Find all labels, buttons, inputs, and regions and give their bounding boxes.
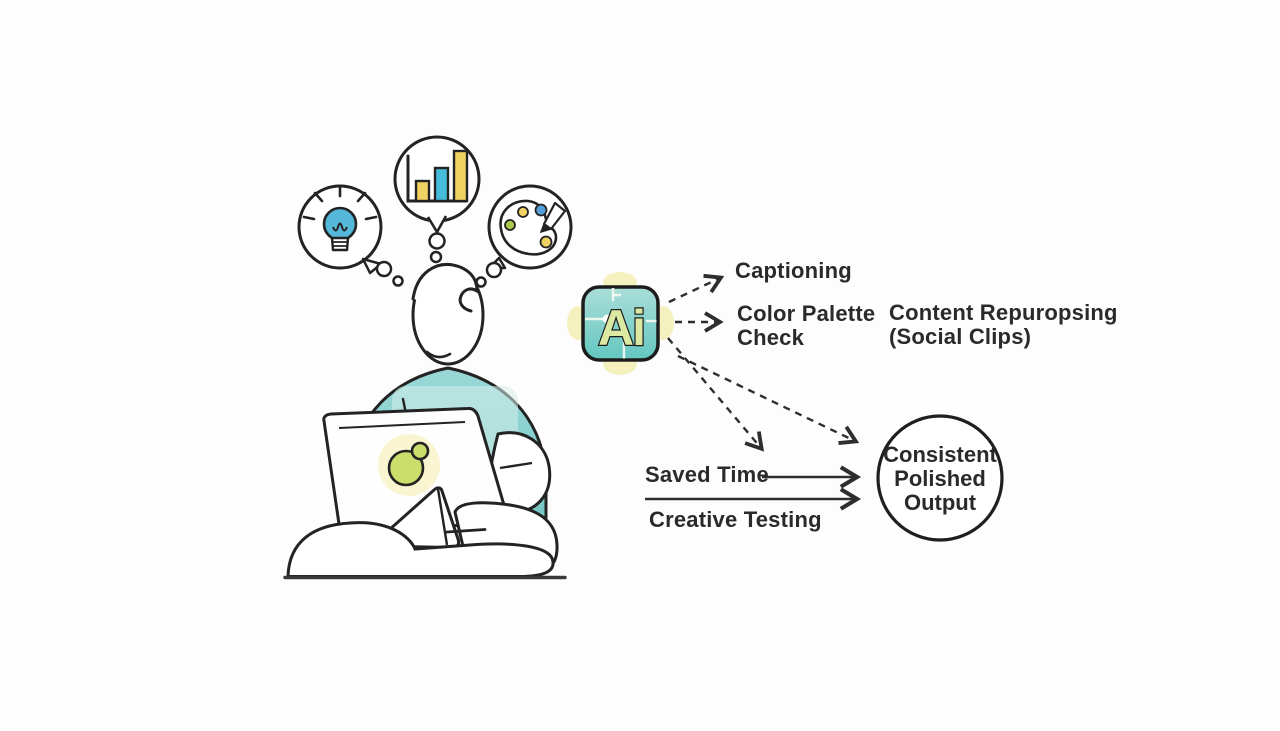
paintbrush-icon (539, 201, 567, 234)
thought-bubble-palette (475, 184, 573, 288)
laptop (322, 397, 509, 549)
palette-icon (499, 199, 567, 256)
color-palette-check-label: Color Palette Check (737, 301, 876, 351)
dashed-arrows (667, 273, 860, 452)
color-palette-check-line2: Check (737, 325, 805, 351)
thought-bubble-lightbulb (297, 184, 404, 287)
person-smile (425, 350, 452, 359)
arrow-to-saved-time (667, 337, 765, 452)
color-palette-check-line1: Color Palette (737, 301, 876, 326)
content-repurposing-line1: Content Repuropsing (889, 300, 1118, 325)
ai-badge-circuit (585, 288, 657, 359)
ai-badge-letters: Ai (598, 300, 644, 356)
output-circle (876, 414, 1004, 542)
thought-bubble-barchart (393, 135, 481, 264)
output-line1: Consistent (883, 442, 997, 467)
content-repurposing-line2: (Social Clips) (889, 324, 1032, 350)
solid-arrows (645, 465, 862, 511)
output-line2: Polished (894, 465, 986, 491)
arrow-to-output-circle (677, 354, 860, 445)
person-hair (411, 262, 479, 313)
saved-time-label: Saved Time (645, 462, 769, 487)
lightbulb-icon (302, 186, 378, 252)
creative-testing-label: Creative Testing (649, 507, 822, 532)
laptop-logo (387, 449, 425, 487)
captioning-label: Captioning (735, 258, 852, 283)
ai-badge: Ai (567, 272, 674, 375)
bar-chart-icon (406, 149, 469, 203)
output-line3: Output (903, 489, 977, 515)
content-repurposing-label: Content Repuropsing (Social Clips) (889, 300, 1118, 350)
arrow-to-captioning (668, 273, 725, 304)
output-circle-label: Consistent Polished Output (865, 443, 1015, 515)
person-legs (286, 501, 559, 578)
